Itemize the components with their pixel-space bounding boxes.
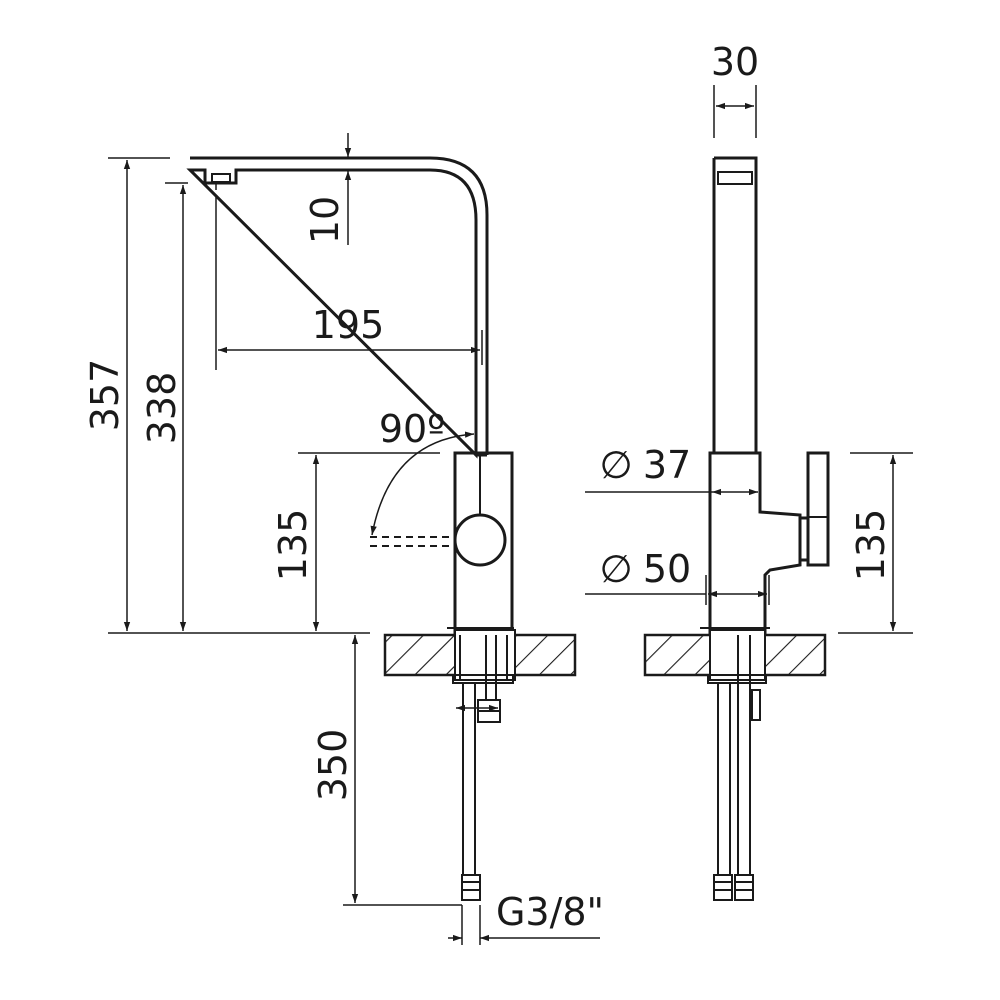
spout-outline xyxy=(186,156,489,459)
spout-column xyxy=(712,156,758,453)
dim-30-label: 30 xyxy=(711,40,759,84)
aerator xyxy=(211,173,231,183)
dia-37-symbol: ∅ xyxy=(599,443,632,487)
dim-135-right-label: 135 xyxy=(849,509,893,582)
dim-338-label: 338 xyxy=(140,372,184,445)
thread-label: G3/8" xyxy=(496,890,604,934)
angle-90-label: 90º xyxy=(379,407,445,451)
side-view: 30 ∅ 37 ∅ 50 135 xyxy=(585,40,913,901)
dim-135-left-label: 135 xyxy=(271,509,315,582)
front-view: 357 338 10 195 90º 135 350 G3/8" xyxy=(83,133,604,945)
dim-350-label: 350 xyxy=(311,729,355,802)
side-handle xyxy=(806,451,830,567)
dim-357-label: 357 xyxy=(83,359,127,432)
dim-10-label: 10 xyxy=(303,196,347,244)
side-body xyxy=(708,451,802,635)
handle-knob xyxy=(453,513,507,567)
dia-50-label: 50 xyxy=(643,547,691,591)
dim-195-label: 195 xyxy=(312,303,385,347)
dia-37-label: 37 xyxy=(643,443,691,487)
rotation-angle-arc xyxy=(370,431,475,536)
dia-50-symbol: ∅ xyxy=(599,547,632,591)
